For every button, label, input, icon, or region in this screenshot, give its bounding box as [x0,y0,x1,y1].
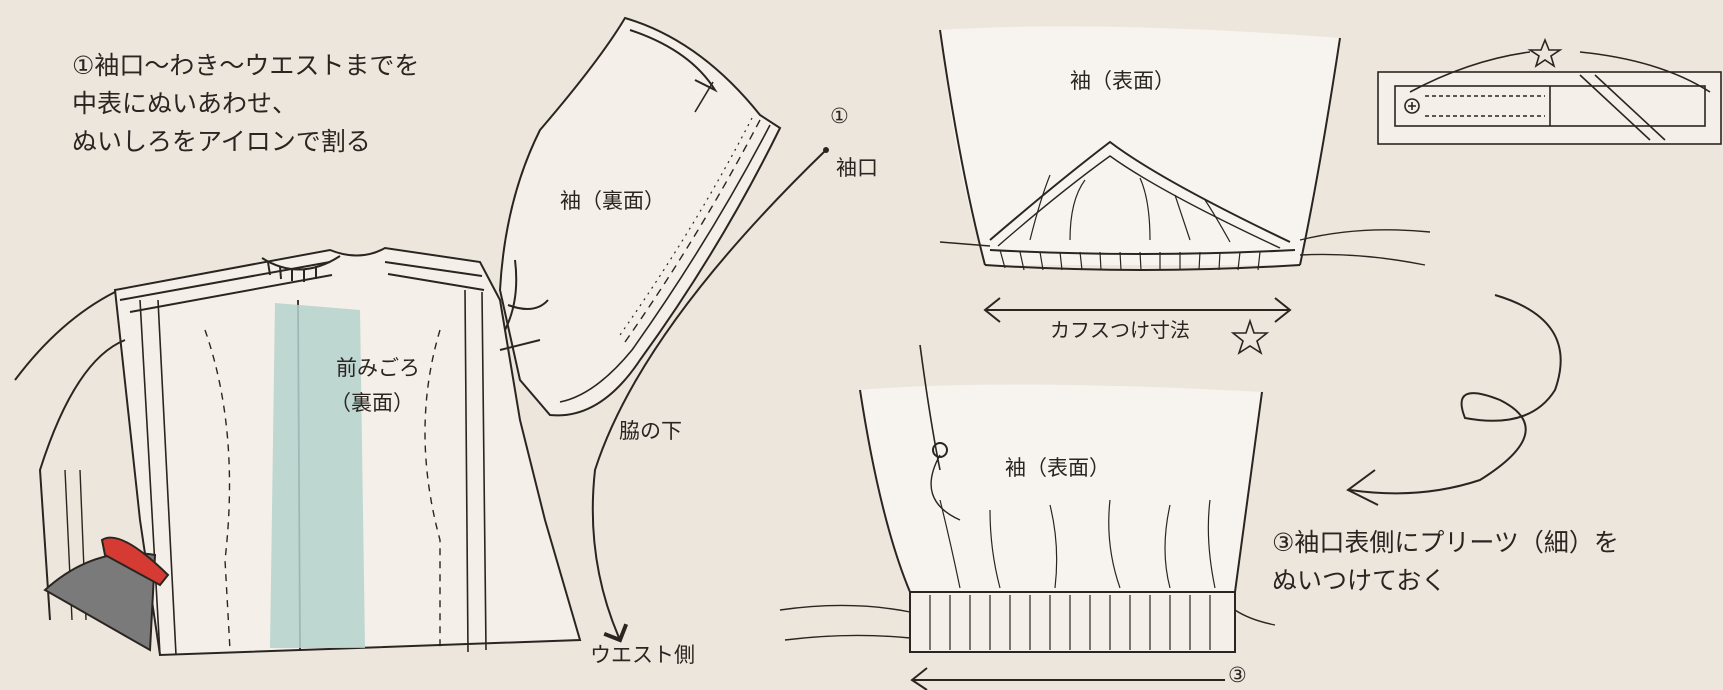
marker-3: ③ [1228,663,1247,687]
marker-1: ① [830,104,849,128]
waist-side-label: ウエスト側 [590,643,695,667]
under-arm-label: 脇の下 [619,419,682,443]
front-body-label: 前みごろ [336,356,420,380]
sleeve-front-bottom [859,344,1263,593]
cuff-attach-label: カフスつけ寸法 [1050,318,1190,342]
step1-line1: ①袖口～わき～ウエストまでを [72,51,420,80]
curl-arrow [1346,294,1562,506]
dart-lines [204,329,441,651]
facing-strip [270,303,365,648]
iron-icon [43,536,170,652]
front-body-side-label: （裏面） [330,391,414,415]
step1-line3: ぬいしろをアイロンで割る [72,127,371,156]
star-icon [1230,318,1270,355]
sleeve-back-label: 袖（裏面） [560,189,665,213]
sleeve-back [498,16,782,417]
cuff-strip [1377,37,1722,145]
cuff-dimension-arrow [983,297,1292,323]
seam-arrow [591,147,829,643]
sleeve-front-top-label: 袖（表面） [1070,69,1175,93]
sleeve-front-top [939,26,1431,271]
step3-line1: ③袖口表側にプリーツ（細）を [1272,528,1619,557]
bottom-dimension-arrow [910,667,1225,690]
step3-line2: ぬいつけておく [1272,566,1447,595]
star-icon-2 [1527,37,1563,68]
step1-line2: 中表にぬいあわせ、 [72,89,298,118]
cuff-opening-label: 袖口 [836,156,878,180]
sleeve-front-bottom-label: 袖（表面） [1005,456,1110,480]
pleat-band [779,591,1276,653]
